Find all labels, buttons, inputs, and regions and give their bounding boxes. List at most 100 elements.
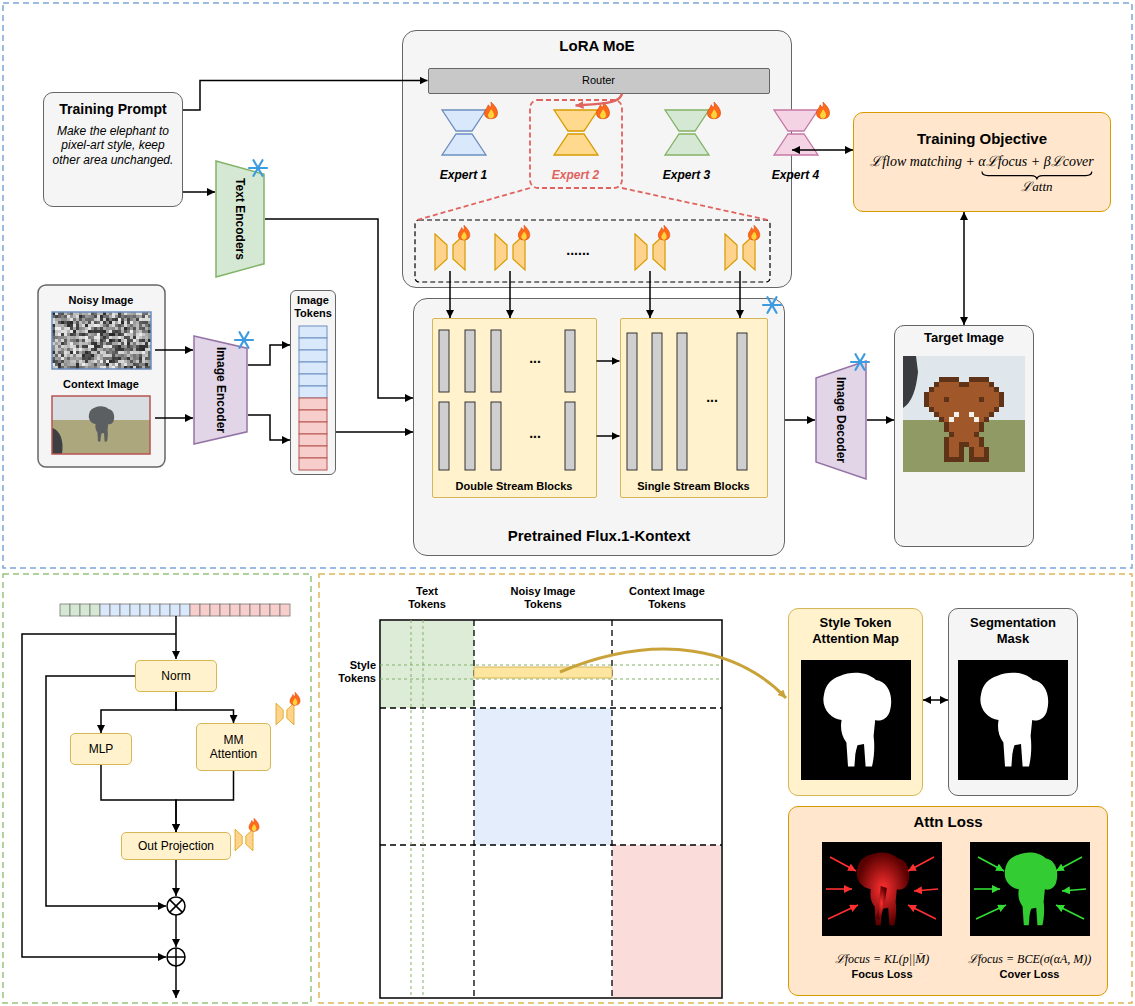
pixel-art-cell [979,412,984,417]
pixel-art-cell [934,392,939,397]
noise-pixel [91,330,94,333]
noise-pixel [55,360,58,363]
pixel-art-cell [989,397,994,402]
process-box: Training PromptMake the elephant to pixe… [43,92,183,207]
noise-pixel [136,321,139,324]
image-token [299,374,327,386]
flame-inner [488,109,494,118]
pixel-art-cell [974,407,979,412]
photo-mirror [52,428,63,454]
noise-pixel [94,318,97,321]
flame-outer [748,225,759,240]
noise-pixel [76,348,79,351]
pixel-art-cell [984,387,989,392]
noise-pixel [55,339,58,342]
noise-pixel [100,354,103,357]
noise-pixel [142,321,145,324]
token-cell [90,604,100,616]
noise-pixel [97,318,100,321]
pixel-art-cell [969,457,974,462]
connector-arrow [176,692,234,723]
noise-pixel [55,315,58,318]
noise-pixel [112,360,115,363]
flame-icon [290,692,300,705]
noise-pixel [109,333,112,336]
pixel-art-cell [974,377,979,382]
noise-pixel [97,363,100,366]
noise-pixel [100,348,103,351]
pixel-art-cell [979,417,984,422]
pixel-art-cell [949,427,954,432]
noise-pixel [79,318,82,321]
axis-label: Style Tokens [322,659,376,684]
noise-pixel [55,351,58,354]
noise-pixel [142,348,145,351]
noise-pixel [142,360,145,363]
adapter-half [635,234,647,270]
elephant-silhouette [89,406,114,441]
noise-pixel [127,363,130,366]
noise-pixel [106,321,109,324]
lora-adapter [276,703,294,725]
pixel-art-cell [974,457,979,462]
token-cell [190,604,200,616]
noise-pixel [55,318,58,321]
connector-arrow [597,435,620,437]
noise-pixel [118,324,121,327]
noise-pixel [94,324,97,327]
pixel-art-cell [964,392,969,397]
noise-pixel [79,342,82,345]
noise-pixel [82,318,85,321]
noise-pixel [76,351,79,354]
adapter-half [725,234,737,270]
noise-pixel [64,330,67,333]
noise-pixel [85,333,88,336]
noise-pixel [88,330,91,333]
noise-pixel [112,348,115,351]
noise-pixel [100,357,103,360]
pixel-art-cell [984,397,989,402]
noise-pixel [103,345,106,348]
axis-label: Text Tokens [397,585,457,610]
connector-arrow [155,349,193,351]
pixel-art-cell [939,412,944,417]
noise-pixel [103,327,106,330]
noise-pixel [106,339,109,342]
noise-pixel [106,315,109,318]
noise-pixel [127,330,130,333]
pixel-art-cell [974,437,979,442]
noise-pixel [127,351,130,354]
pixel-art-cell [979,447,984,452]
token-cell [80,604,90,616]
pixel-art-cell [979,452,984,457]
noise-pixel [73,354,76,357]
pixel-art-cell [954,377,959,382]
node-title: MM Attention [199,733,268,762]
noise-pixel [127,339,130,342]
noise-pixel [127,354,130,357]
noise-pixel [85,345,88,348]
noise-pixel [58,348,61,351]
pixel-art-cell [954,392,959,397]
noise-pixel [112,354,115,357]
pixel-art-cell [949,452,954,457]
noise-pixel [88,324,91,327]
pixel-art-cell [954,442,959,447]
snowflake-spoke [240,332,245,340]
loss-arrow [978,857,1004,871]
node-title: Pretrained Flux.1-Kontext [508,527,691,545]
noise-pixel [109,345,112,348]
noise-pixel [112,318,115,321]
transformer-block [677,333,687,470]
pixel-art-cell [954,402,959,407]
noise-pixel [88,315,91,318]
connector-arrow [265,219,413,398]
pixel-art-cell [969,422,974,427]
noise-pixel [115,348,118,351]
noise-pixel [97,315,100,318]
pixel-art-cell [944,442,949,447]
noise-pixel [145,357,148,360]
ellipsis-label: ... [515,425,555,441]
zoom-box [415,220,770,282]
noise-pixel [73,324,76,327]
